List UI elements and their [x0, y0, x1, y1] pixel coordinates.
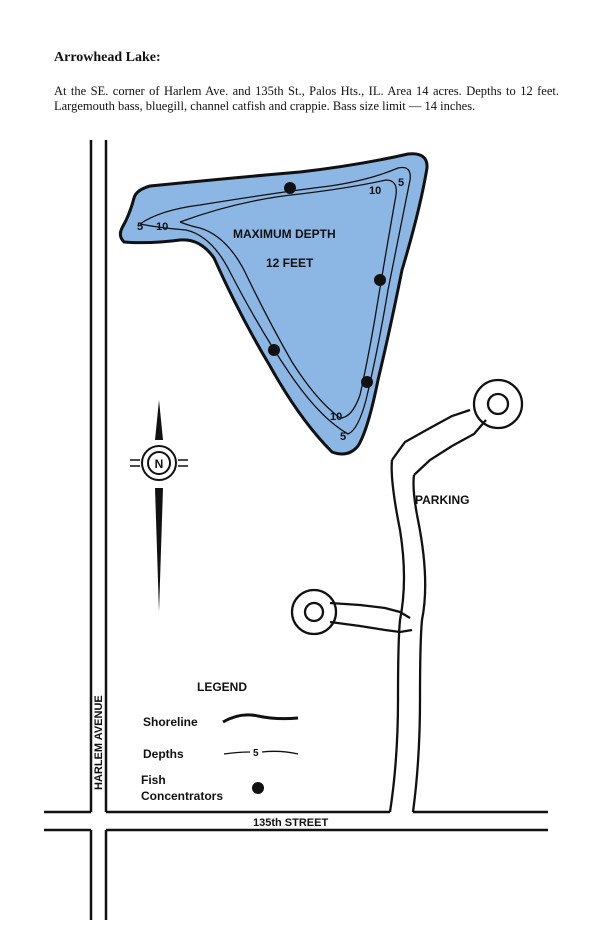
parking-label: PARKING: [415, 493, 469, 507]
north-arrow-tail-icon: [155, 488, 163, 612]
135th-street-road: [44, 810, 548, 832]
legend-fish-label-line1: Fish: [141, 773, 166, 787]
fish-concentrator: [361, 376, 373, 388]
legend-depths-sample: 5: [253, 748, 259, 759]
depth-label-10-west: 10: [156, 221, 168, 233]
depth-contour-5: [139, 166, 411, 435]
fish-concentrator: [374, 274, 386, 286]
legend-shoreline-symbol: [222, 713, 299, 724]
map-title: Arrowhead Lake:: [54, 50, 161, 65]
harlem-avenue-label: HARLEM AVENUE: [93, 695, 105, 790]
depth-label-5-west: 5: [137, 221, 143, 233]
map-description: At the SE. corner of Harlem Ave. and 135…: [54, 84, 559, 113]
fish-concentrator-markers: [268, 182, 386, 388]
legend: LEGEND Shoreline Depths 5 Fish Concentra…: [141, 680, 299, 803]
north-arrow: N: [130, 400, 188, 612]
fish-concentrator: [284, 182, 296, 194]
legend-title: LEGEND: [197, 680, 247, 694]
harlem-avenue-road: [89, 140, 108, 920]
legend-depths-symbol: [223, 750, 299, 755]
135th-street-label: 135th STREET: [253, 817, 328, 829]
lake-shoreline: [118, 152, 429, 456]
depth-label-5-south: 5: [340, 431, 346, 443]
depth-contour-10: [179, 179, 397, 419]
north-arrow-tip-icon: [155, 400, 163, 440]
depth-label-10-south: 10: [330, 411, 342, 423]
depth-label-10-ne: 10: [369, 185, 381, 197]
max-depth-value: 12 FEET: [266, 256, 314, 270]
depth-label-5-ne: 5: [398, 177, 404, 189]
fish-concentrator: [268, 344, 280, 356]
parking-drive: [290, 378, 524, 813]
legend-depths-label: Depths: [143, 747, 184, 761]
legend-fish-label-line2: Concentrators: [141, 789, 223, 803]
compass-north-letter: N: [155, 457, 164, 471]
legend-fish-concentrator-symbol: [252, 782, 264, 794]
max-depth-label: MAXIMUM DEPTH: [233, 227, 336, 241]
legend-shoreline-label: Shoreline: [143, 715, 198, 729]
